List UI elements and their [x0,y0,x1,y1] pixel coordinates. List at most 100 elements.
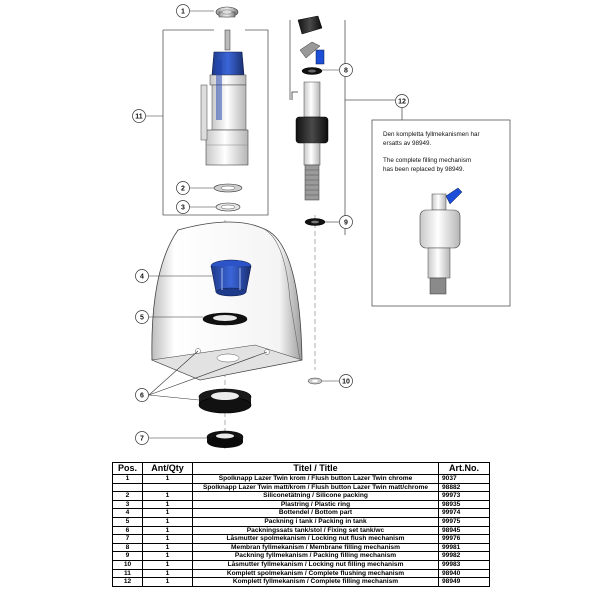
header-pos: Pos. [112,462,143,475]
table-header-row: Pos. Ant/Qty Titel / Title Art.No. [112,462,490,475]
cell-qty: 1 [142,577,193,587]
callout-10: 10 [339,374,353,388]
callout-4: 4 [135,269,149,283]
svg-text:5: 5 [140,315,144,322]
filling-packing [304,218,326,226]
svg-text:1: 1 [181,9,185,16]
note-sv-line1: Den kompletta fyllmekanismen har [383,131,480,138]
callout-8: 8 [339,63,353,77]
cell-title: Spolknapp Lazer Twin krom / Flush button… [192,474,439,484]
svg-text:7: 7 [140,436,144,443]
callout-11: 11 [132,109,146,123]
svg-text:6: 6 [140,393,144,400]
cell-artno: 99975 [438,516,490,527]
cell-title: Packningssats tank/stol / Fixing set tan… [192,525,439,536]
cell-qty: 1 [142,525,193,536]
cell-pos: 10 [112,559,143,570]
note-sv-line2: ersatts av 98949. [383,140,432,147]
header-artno: Art.No. [438,462,490,475]
cell-pos: 6 [112,525,143,536]
cell-qty: 1 [142,516,193,527]
complete-filling-mechanism [419,187,463,295]
cell-title: Låsmutter fyllmekanism / Locking nut fil… [192,559,439,570]
header-title: Titel / Title [192,462,439,475]
svg-text:3: 3 [181,205,185,212]
cell-artno: 98940 [438,568,490,579]
callout-1: 1 [176,4,190,18]
cell-title: Spolknapp Lazer Twin matt/krom / Flush b… [192,483,439,493]
cell-qty: 1 [142,568,193,579]
cell-artno: 98949 [438,577,490,587]
cell-pos: 12 [112,577,143,587]
cell-artno: 9037 [438,474,490,484]
cell-pos: 1 [112,474,143,484]
leader-lines [146,10,339,439]
svg-text:9: 9 [344,220,348,227]
flush-button [215,6,239,18]
svg-text:2: 2 [181,186,185,193]
cell-qty: 1 [142,559,193,570]
fixing-set [198,388,252,414]
cell-qty: 1 [142,534,193,544]
tank-packing [202,312,248,326]
cell-artno: 99973 [438,491,490,501]
cell-pos: 4 [112,508,143,518]
cell-pos [112,483,143,493]
cell-title: Membran fyllmekanism / Membrane filling … [192,542,439,553]
membrane [301,67,323,75]
cell-pos: 5 [112,516,143,527]
cell-artno: 99983 [438,559,490,570]
cell-title: Låsmutter spolmekanism / Locking nut flu… [192,534,439,544]
cell-qty: 1 [142,491,193,501]
locking-nut-filling [307,377,323,385]
cell-pos: 7 [112,534,143,544]
callout-2: 2 [176,181,190,195]
cell-artno: 98882 [438,483,490,493]
cell-pos: 11 [112,568,143,579]
locking-nut-flush [206,430,244,448]
svg-text:8: 8 [344,68,348,75]
cell-pos: 2 [112,491,143,501]
cell-pos: 3 [112,499,143,510]
cell-title: Packning i tank / Packing in tank [192,516,439,527]
callout-6: 6 [135,388,149,402]
bottom-part [210,259,252,297]
filling-cap [297,15,323,35]
note-en-line2: has been replaced by 98949. [383,166,464,173]
cell-pos: 9 [112,551,143,561]
cell-title: Komplett spolmekanism / Complete flushin… [192,568,439,579]
cell-qty: 1 [142,542,193,553]
header-qty: Ant/Qty [142,462,193,475]
cell-qty: 1 [142,551,193,561]
cell-title: Siliconetätning / Silicone packing [192,491,439,501]
cell-artno: 99982 [438,551,490,561]
callout-9: 9 [339,215,353,229]
cell-title: Komplett fyllmekanism / Complete filling… [192,577,439,587]
callout-5: 5 [135,310,149,324]
cell-artno: 98945 [438,525,490,536]
cell-artno: 99974 [438,508,490,518]
silicone-packing [213,183,243,193]
cell-title: Packning fyllmekanism / Packing filling … [192,551,439,561]
callout-3: 3 [176,200,190,214]
cell-qty: 1 [142,508,193,518]
cistern-tank [150,221,303,381]
svg-text:4: 4 [140,274,144,281]
filling-mechanism-frame [289,20,395,235]
plastic-ring [215,202,241,212]
exploded-parts-diagram: 1 2 3 4 5 6 7 8 9 10 11 12 Den kompletta… [132,4,511,450]
cell-title: Plastring / Plastic ring [192,499,439,510]
